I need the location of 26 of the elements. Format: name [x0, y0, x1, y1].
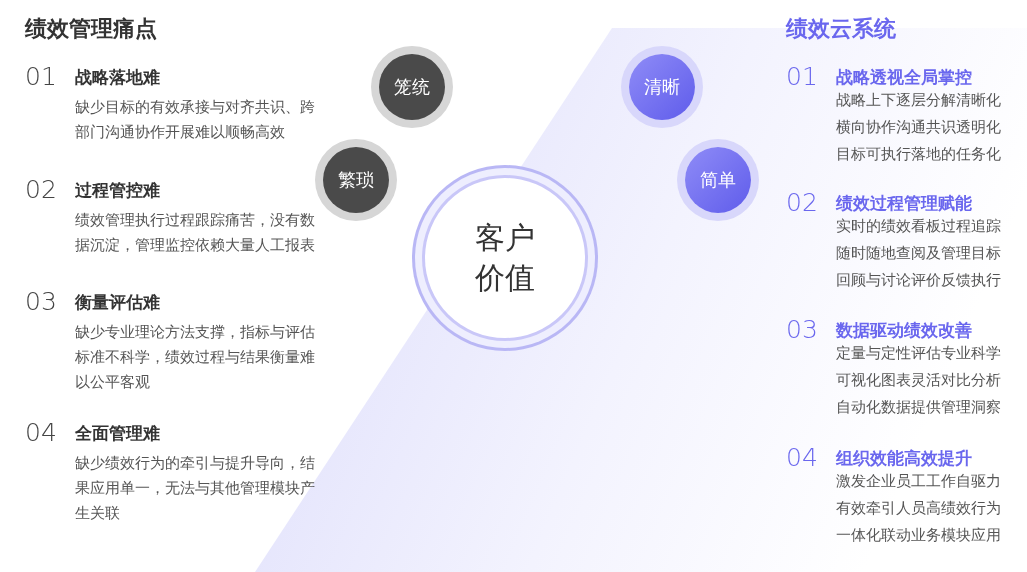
item-number: 01	[25, 62, 57, 91]
item-description: 绩效管理执行过程跟踪痛苦，没有数据沉淀，管理监控依赖大量人工报表	[75, 211, 316, 255]
section-title: 绩效管理痛点	[25, 15, 157, 43]
item-description: 战略上下逐层分解清晰化横向协作沟通共识透明化目标可执行落地的任务化	[836, 91, 1002, 164]
item-number: 03	[786, 315, 818, 344]
item-heading: 衡量评估难	[75, 291, 160, 314]
item-description: 缺少绩效行为的牵引与提升导向，结果应用单一，无法与其他管理模块产生关联	[75, 454, 316, 523]
item-description: 定量与定性评估专业科学可视化图表灵活对比分析自动化数据提供管理洞察	[836, 344, 1002, 417]
item-heading: 组织效能高效提升	[836, 447, 972, 470]
item-heading: 全面管理难	[75, 422, 160, 445]
item-heading: 数据驱动绩效改善	[836, 319, 972, 342]
item-heading: 绩效过程管理赋能	[836, 192, 972, 215]
item-description: 缺少专业理论方法支撑，指标与评估标准不科学，绩效过程与结果衡量难以公平客观	[75, 323, 316, 392]
item-heading: 战略透视全局掌控	[836, 66, 972, 89]
item-number: 01	[786, 62, 818, 91]
item-description: 缺少目标的有效承接与对齐共识、跨部门沟通协作开展难以顺畅高效	[75, 98, 316, 142]
section-title: 绩效云系统	[786, 15, 896, 43]
item-number: 04	[786, 443, 818, 472]
item-number: 02	[786, 188, 818, 217]
item-description: 激发企业员工工作自驱力有效牵引人员高绩效行为一体化联动业务模块应用	[836, 472, 1002, 545]
item-description: 实时的绩效看板过程追踪随时随地查阅及管理目标回顾与讨论评价反馈执行	[836, 217, 1002, 290]
item-number: 03	[25, 287, 57, 316]
item-number: 04	[25, 418, 57, 447]
item-number: 02	[25, 175, 57, 204]
item-heading: 过程管控难	[75, 179, 160, 202]
item-heading: 战略落地难	[75, 66, 160, 89]
